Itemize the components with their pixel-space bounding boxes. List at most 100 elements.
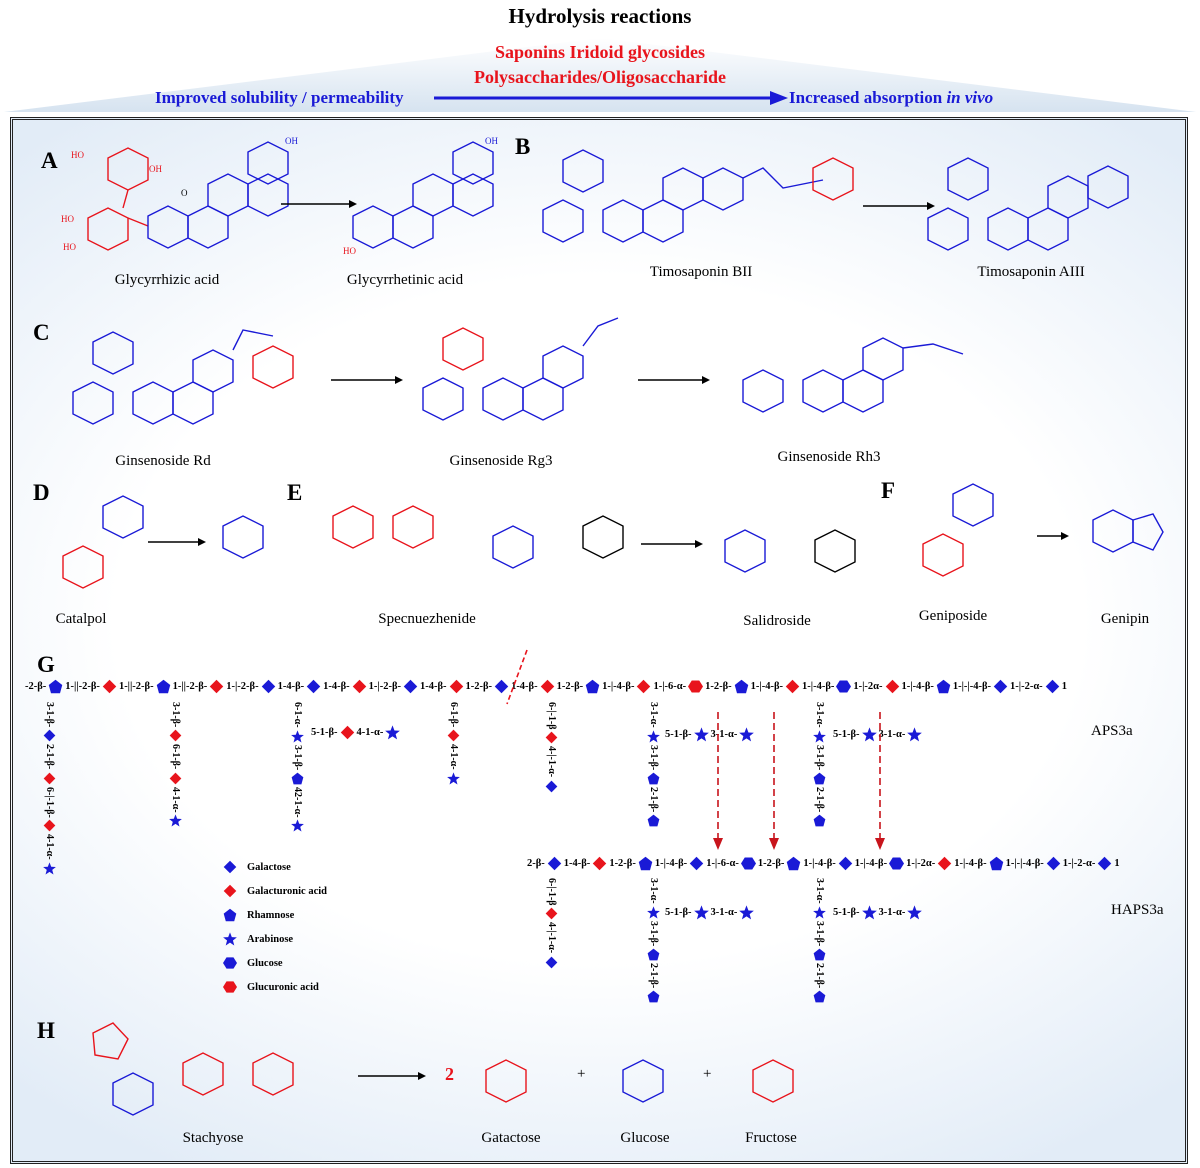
aps3a-branch: 3-1-β-2-1-β-6-|-1-β-4-1-α-	[43, 700, 56, 875]
blue-star-symbol	[861, 905, 877, 920]
arrow-c1	[331, 376, 403, 384]
hydrolysis-dashed-arrows	[713, 712, 885, 850]
linkage-label: 3-1-β-	[648, 744, 659, 770]
legend-item: Arabinose	[223, 932, 293, 946]
linkage-label: 1-|-4-β-	[954, 858, 987, 869]
linkage-label: 3-1-β-	[170, 702, 181, 728]
linkage-label: 3-1-β-	[292, 744, 303, 770]
linkage-label: 1-4-β-	[511, 681, 538, 692]
plus-sign: +	[577, 1066, 586, 1082]
atom-label: HO	[71, 150, 84, 160]
legend-item: Glucose	[223, 956, 283, 970]
linkage-label: 3-1-β-	[814, 920, 825, 946]
blue-diamond-symbol	[306, 679, 321, 694]
roof-banner	[4, 38, 1196, 112]
blue-diamond-symbol	[838, 856, 852, 871]
linkage-label: 1-2-β-	[465, 681, 493, 692]
arrow-h	[358, 1072, 426, 1080]
blue-pentagon-symbol	[647, 814, 660, 827]
blue-diamond-symbol	[494, 679, 509, 694]
caption-gatactose: Gatactose	[481, 1130, 541, 1146]
caption-geniposide: Geniposide	[918, 608, 988, 624]
aps3a-branch: 3-1-α-3-1-β-2-1-β-	[813, 700, 826, 827]
red-hexagon-symbol	[688, 680, 704, 693]
red-diamond-symbol	[540, 679, 554, 694]
blue-pentagon-symbol	[647, 772, 660, 785]
linkage-label: 3-1-α-	[648, 878, 659, 904]
blue-star-symbol	[169, 814, 182, 827]
blue-diamond-symbol	[993, 679, 1008, 694]
panel-label-d: D	[33, 480, 50, 505]
blue-pentagon-symbol	[647, 948, 660, 961]
atom-label: OH	[485, 136, 498, 146]
linkage-label: 1-4-β-	[277, 681, 305, 692]
linkage-label: 1-|-4-β-	[802, 681, 835, 692]
panel-label-h: H	[37, 1018, 55, 1043]
arrow-e	[641, 540, 703, 548]
legend-item: Galacturonic acid	[223, 884, 327, 898]
linkage-label: 6-|-1-β	[546, 878, 557, 906]
blue-pentagon-symbol	[49, 679, 63, 694]
blue-diamond-symbol	[689, 856, 704, 871]
red-hexagon-symbol	[223, 981, 237, 993]
linkage-label: 1-|-2-β-	[226, 681, 259, 692]
header-left-text: Improved solubility / permeability	[155, 88, 404, 107]
blue-star-symbol	[43, 862, 56, 875]
linkage-label: 1-4-β-	[420, 681, 447, 692]
header-arrow-head	[770, 91, 788, 105]
linkage-label: 1	[1114, 858, 1120, 869]
legend-label: Glucose	[247, 957, 283, 969]
ginsenoside-rd-structure	[72, 329, 294, 425]
blue-pentagon-symbol	[787, 856, 801, 871]
aps3a-main-chain: -2-β-1-||-2-β-1-||-2-β-1-||-2-β-1-|-2-β-…	[23, 679, 1069, 694]
salidroside-structure	[724, 529, 856, 573]
linkage-label: 3-1-β-	[814, 744, 825, 770]
header-right-text-main: Increased absorption	[789, 88, 943, 107]
red-diamond-symbol	[447, 729, 460, 742]
linkage-label: 2-1-β-	[814, 786, 825, 813]
red-diamond-symbol	[593, 856, 607, 871]
blue-star-symbol	[291, 819, 304, 832]
linkage-label: 6-1-α-	[292, 702, 303, 728]
linkage-label: 1-|-2α-	[906, 858, 936, 869]
header-red-line-2: Polysaccharides/Oligosaccharide	[474, 67, 726, 87]
blue-pentagon-symbol	[638, 856, 653, 871]
linkage-label: 1-|-4-β-	[602, 681, 635, 692]
linkage-label: 6-|-1-β-	[44, 786, 55, 818]
linkage-label: 42-1-α-	[292, 786, 303, 818]
linkage-label: 3-1-α-	[878, 907, 906, 918]
atom-label: HO	[61, 214, 74, 224]
blue-pentagon-symbol	[734, 679, 748, 694]
legend-label: Arabinose	[247, 933, 294, 945]
haps3a-label: HAPS3a	[1111, 902, 1164, 918]
linkage-label: 4-1-α-	[356, 727, 384, 738]
linkage-label: 1-|-4-β-	[803, 858, 836, 869]
blue-pentagon-symbol	[936, 679, 951, 694]
blue-diamond-symbol	[223, 860, 237, 874]
blue-star-symbol	[693, 905, 709, 920]
galactose-coefficient: 2	[445, 1064, 454, 1084]
blue-diamond-symbol	[1046, 856, 1060, 871]
arrow-c2	[638, 376, 710, 384]
linkage-label: 4-|-1-α-	[546, 746, 557, 778]
blue-star-symbol	[291, 729, 304, 743]
timosaponin-bii-structure	[542, 149, 854, 243]
aps3a-branch: 3-1-β-6-1-β-4-1-α-	[169, 700, 182, 827]
legend-item: Galactose	[223, 860, 291, 874]
linkage-label: 3-1-β-	[648, 920, 659, 946]
blue-pentagon-symbol	[813, 990, 826, 1003]
blue-diamond-symbol	[43, 729, 56, 742]
linkage-label: 3-1-β-	[44, 702, 55, 728]
plus-sign: +	[703, 1066, 712, 1082]
caption-ginsenoside-rh3: Ginsenoside Rh3	[777, 449, 881, 465]
blue-diamond-symbol	[547, 856, 562, 871]
linkage-label: 4-|-1-α-	[546, 922, 557, 954]
linkage-label: 1-||-2-β-	[118, 681, 154, 692]
linkage-label: 5-1-β-	[833, 907, 860, 918]
atom-label: OH	[285, 136, 298, 146]
blue-star-symbol	[739, 727, 755, 742]
header: Hydrolysis reactions Saponins Iridoid gl…	[0, 0, 1200, 118]
linkage-label: 2-β-	[527, 858, 545, 869]
main-panel: A B C D E F G H HO OH HO HO OH O Glycyrr…	[10, 117, 1188, 1164]
blue-star-symbol	[739, 905, 755, 920]
